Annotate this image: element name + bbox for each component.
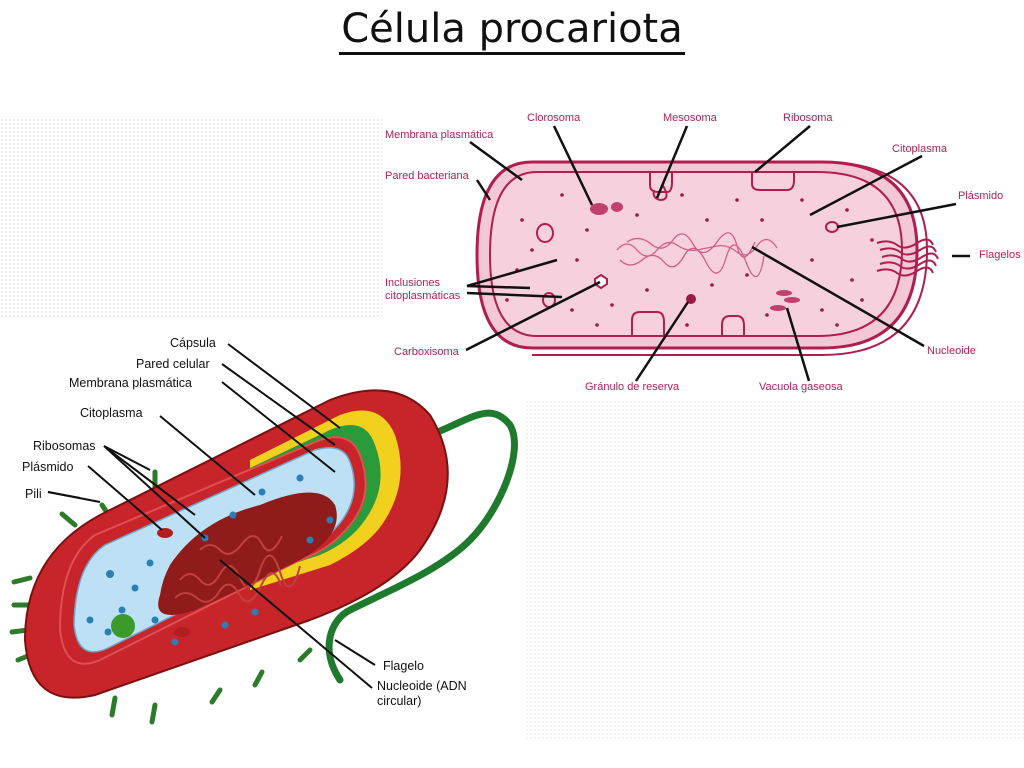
mesosome-shape <box>631 311 665 336</box>
label-flagelo: Flagelo <box>383 659 424 673</box>
label-capsula: Cápsula <box>170 336 216 350</box>
label-inclusiones-line1: Inclusiones <box>385 277 441 289</box>
label-membrana-plasmatica: Membrana plasmática <box>69 376 192 390</box>
label-inclusiones-line2: citoplasmáticas <box>385 290 461 302</box>
label-ribosomas: Ribosomas <box>33 439 96 453</box>
label-flagelos: Flagelos <box>979 249 1021 261</box>
mesosome-shape <box>721 315 745 336</box>
chlorosome-shape <box>611 202 623 212</box>
label-ribosoma: Ribosoma <box>783 112 833 124</box>
top-cell-diagram: Membrana plasmática Pared bacteriana Clo… <box>382 100 1024 400</box>
chlorosome-shape <box>590 203 608 215</box>
label-clorosoma: Clorosoma <box>527 112 581 124</box>
label-plasmido: Plásmido <box>22 460 73 474</box>
mesosome-shape <box>751 172 795 191</box>
reserve-granule-shape <box>686 294 696 304</box>
background-pattern-left <box>0 118 385 318</box>
flagella-shape <box>876 238 939 277</box>
mesosome-shape <box>649 172 673 193</box>
label-pili: Pili <box>25 487 42 501</box>
mesosome-shape <box>652 183 668 202</box>
cell-wall-3d-edge <box>532 161 929 356</box>
background-pattern-right <box>525 400 1024 740</box>
label-membrana-plasmatica: Membrana plasmática <box>385 129 494 141</box>
flagellum-shape <box>325 409 518 684</box>
label-granulo-de-reserva: Gránulo de reserva <box>585 381 680 393</box>
plasma-membrane-outline <box>488 171 904 337</box>
plasmid-shape <box>174 627 190 637</box>
label-vacuola-gaseosa: Vacuola gaseosa <box>759 381 843 393</box>
label-nucleoide: Nucleoide <box>927 345 976 357</box>
top-leader-lines <box>465 125 970 382</box>
storage-granule-shape <box>111 614 135 638</box>
slide-title: Célula procariota <box>0 6 1024 55</box>
label-nucleoide-line2: circular) <box>377 694 421 708</box>
gas-vacuole-shape <box>770 305 786 311</box>
label-carboxisoma: Carboxisoma <box>394 346 460 358</box>
nucleoid-dna-shape <box>158 492 337 615</box>
label-citoplasma: Citoplasma <box>892 143 948 155</box>
gas-vacuole-shape <box>784 297 800 303</box>
ribosome-dots <box>86 474 334 646</box>
label-mesosoma: Mesosoma <box>663 112 718 124</box>
label-pared-bacteriana: Pared bacteriana <box>385 170 470 182</box>
plasmid-shape <box>157 528 173 538</box>
slide-title-text: Célula procariota <box>339 6 685 55</box>
gas-vacuole-shape <box>776 290 792 296</box>
bottom-leader-lines <box>47 343 376 689</box>
nucleoid-dna-shape <box>616 232 778 278</box>
label-nucleoide-line1: Nucleoide (ADN <box>377 679 467 693</box>
bottom-cell-diagram: Cápsula Pared celular Membrana plasmátic… <box>9 336 518 725</box>
label-plasmido: Plásmido <box>958 190 1003 202</box>
carboxisome-shape <box>594 273 608 290</box>
label-pared-celular: Pared celular <box>136 357 210 371</box>
inclusion-shape <box>536 223 554 243</box>
label-citoplasma: Citoplasma <box>80 406 143 420</box>
